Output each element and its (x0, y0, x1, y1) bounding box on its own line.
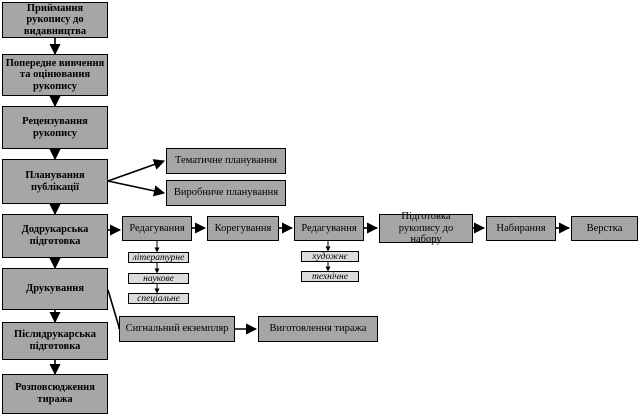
stage-preliminary-label: Попередне вивчення та оцінювання рукопис… (5, 57, 105, 92)
prepress-editing2: Редагування (294, 216, 364, 241)
editing-type-literary: літературне (128, 252, 189, 263)
stage-planning: Планування публікації (2, 159, 108, 204)
prepress-proofreading-label: Корегування (214, 222, 272, 234)
prepress-layout: Верстка (571, 216, 638, 241)
editing-type-technical: технічне (301, 271, 359, 282)
arrow-planning-to-thematic (107, 159, 166, 182)
printing-signal-copy: Сигнальний екземпляр (119, 316, 235, 342)
prepress-typesetting-label: Набирання (496, 222, 546, 234)
stage-receipt: Приймання рукопису до видавництва (2, 2, 108, 38)
prepress-editing1-label: Редагування (129, 222, 185, 234)
stage-distribution: Розповсюдження тиража (2, 374, 108, 414)
editing-type-artistic: художнє (301, 251, 359, 262)
prepress-preparation: Підготовка рукопису до набору (379, 211, 473, 246)
planning-thematic: Тематичне планування (166, 148, 286, 174)
planning-production: Виробниче планування (166, 180, 286, 206)
planning-thematic-label: Тематичне планування (175, 155, 277, 167)
stage-review-label: Рецензування рукопису (22, 115, 88, 139)
editing-type-scientific: наукове (128, 273, 189, 284)
arrow-printing-to-signal (107, 289, 120, 329)
editing-type-artistic-label: художнє (312, 251, 348, 262)
stage-postpress-label: Післядрукарська підготовка (14, 329, 96, 352)
arrow-planning-to-production (107, 180, 166, 197)
printing-run-label: Виготовлення тиража (269, 323, 367, 335)
planning-production-label: Виробниче планування (173, 187, 279, 199)
printing-run: Виготовлення тиража (258, 316, 378, 342)
editing-type-special-label: спеціальне (137, 293, 180, 304)
prepress-preparation-label: Підготовка рукопису до набору (398, 211, 454, 246)
stage-planning-label: Планування публікації (25, 169, 85, 193)
prepress-editing2-label: Редагування (301, 222, 357, 234)
editing-type-special: спеціальне (128, 293, 189, 304)
stage-prepress: Додрукарська підготовка (2, 214, 108, 258)
stage-preliminary: Попередне вивчення та оцінювання рукопис… (2, 54, 108, 96)
stage-postpress: Післядрукарська підготовка (2, 322, 108, 360)
stage-review: Рецензування рукопису (2, 106, 108, 149)
printing-signal-copy-label: Сигнальний екземпляр (125, 323, 229, 335)
prepress-proofreading: Корегування (207, 216, 279, 241)
prepress-layout-label: Верстка (586, 222, 623, 234)
prepress-typesetting: Набирання (486, 216, 556, 241)
stage-printing-label: Друкування (25, 283, 85, 295)
editing-type-technical-label: технічне (312, 271, 348, 282)
stage-receipt-label: Приймання рукопису до видавництва (23, 2, 87, 37)
stage-printing: Друкування (2, 268, 108, 310)
editing-type-scientific-label: наукове (143, 273, 174, 284)
editing-type-literary-label: літературне (132, 252, 185, 263)
stage-prepress-label: Додрукарська підготовка (21, 224, 89, 247)
prepress-editing1: Редагування (122, 216, 192, 241)
stage-distribution-label: Розповсюдження тиража (15, 382, 95, 405)
